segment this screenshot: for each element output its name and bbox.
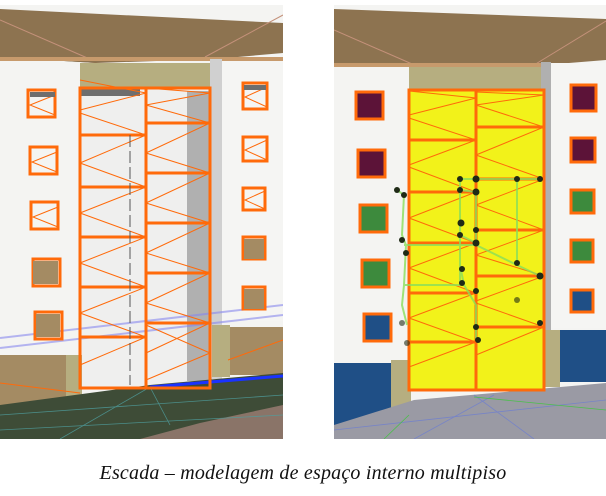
figure-right-filled bbox=[334, 5, 606, 439]
building-wireframe-render bbox=[0, 5, 283, 439]
figure-caption: Escada – modelagem de espaço interno mul… bbox=[99, 462, 507, 484]
figure-left-wireframe bbox=[0, 5, 283, 439]
building-stairwell-render bbox=[334, 5, 606, 439]
